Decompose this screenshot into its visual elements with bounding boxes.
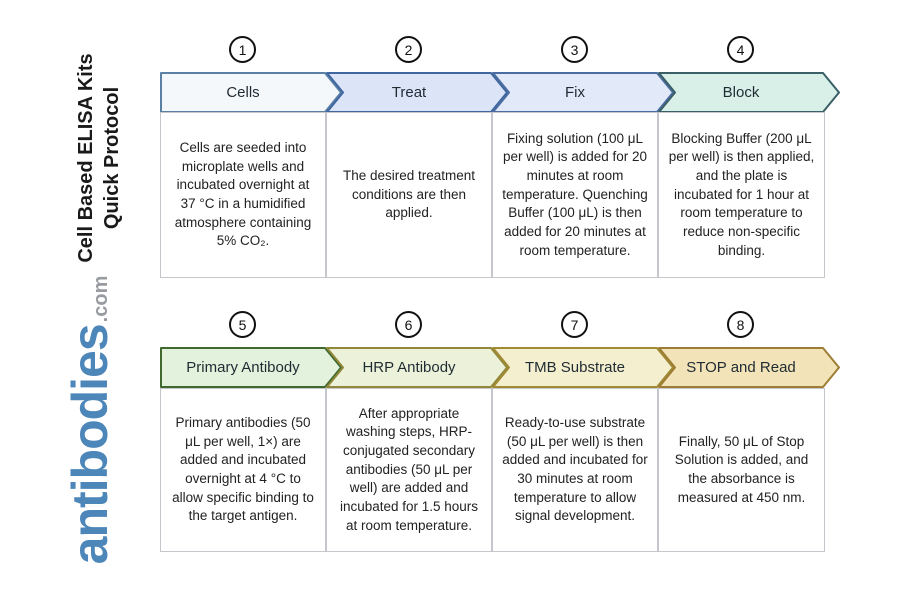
step-description: The desired treatment conditions are the… xyxy=(342,168,476,221)
step-arrow: Primary Antibody xyxy=(160,347,343,388)
step-description: Primary antibodies (50 μL per well, 1×) … xyxy=(172,415,314,524)
chevron-arrow-icon xyxy=(160,347,342,388)
step-number: 2 xyxy=(404,41,413,58)
step-label: Primary Antibody xyxy=(186,359,300,376)
step-arrow: HRP Antibody xyxy=(326,347,509,388)
chevron-arrow-icon xyxy=(658,347,840,388)
logo-wordmark: antibodies xyxy=(62,324,118,565)
step-arrow: Treat xyxy=(326,72,509,113)
step-label: Treat xyxy=(391,84,427,101)
step-number-badge: 3 xyxy=(561,36,588,63)
step-description: Finally, 50 μL of Stop Solution is added… xyxy=(674,433,809,505)
chevron-arrow-icon xyxy=(492,347,674,388)
step-description-box: Cells are seeded into microplate wells a… xyxy=(160,112,326,278)
step-description-box: Ready-to-use substrate (50 μL per well) … xyxy=(492,388,658,552)
step-number-badge: 6 xyxy=(395,311,422,338)
step-arrow: Fix xyxy=(492,72,675,113)
antibodies-logo: antibodies .com xyxy=(61,258,125,582)
step-number: 4 xyxy=(736,41,745,58)
step-number: 8 xyxy=(736,316,745,333)
step-number-badge: 7 xyxy=(561,311,588,338)
step-description-box: Fixing solution (100 μL per well) is add… xyxy=(492,112,658,278)
step-number-badge: 5 xyxy=(229,311,256,338)
step-number-badge: 1 xyxy=(229,36,256,63)
step-description: Fixing solution (100 μL per well) is add… xyxy=(502,130,648,258)
step-arrow: STOP and Read xyxy=(658,347,841,388)
step-number: 5 xyxy=(238,316,247,333)
step-label: HRP Antibody xyxy=(362,359,456,376)
step-description: Cells are seeded into microplate wells a… xyxy=(174,140,312,249)
step-number: 1 xyxy=(238,41,247,58)
step-arrow: TMB Substrate xyxy=(492,347,675,388)
step-arrow: Cells xyxy=(160,72,343,113)
chevron-arrow-icon xyxy=(326,347,508,388)
step-description-box: Blocking Buffer (200 μL per well) is the… xyxy=(658,112,825,278)
step-description-box: Primary antibodies (50 μL per well, 1×) … xyxy=(160,388,326,552)
step-description: Ready-to-use substrate (50 μL per well) … xyxy=(502,415,648,524)
step-label: Block xyxy=(722,84,760,101)
step-label: STOP and Read xyxy=(686,359,796,376)
step-label: Fix xyxy=(565,84,585,101)
step-number: 7 xyxy=(570,316,579,333)
step-number-badge: 4 xyxy=(727,36,754,63)
step-label: Cells xyxy=(226,84,260,101)
step-description-box: After appropriate washing steps, HRP-con… xyxy=(326,388,492,552)
step-number: 6 xyxy=(404,316,413,333)
step-description: Blocking Buffer (200 μL per well) is the… xyxy=(668,130,815,258)
step-description-box: The desired treatment conditions are the… xyxy=(326,112,492,278)
step-arrow: Block xyxy=(658,72,841,113)
step-number: 3 xyxy=(570,41,579,58)
chevron-arrow-icon xyxy=(160,72,342,113)
step-number-badge: 2 xyxy=(395,36,422,63)
step-description-box: Finally, 50 μL of Stop Solution is added… xyxy=(658,388,825,552)
step-description: After appropriate washing steps, HRP-con… xyxy=(339,405,479,533)
step-number-badge: 8 xyxy=(727,311,754,338)
logo-suffix: .com xyxy=(90,275,112,323)
step-label: TMB Substrate xyxy=(524,359,626,376)
